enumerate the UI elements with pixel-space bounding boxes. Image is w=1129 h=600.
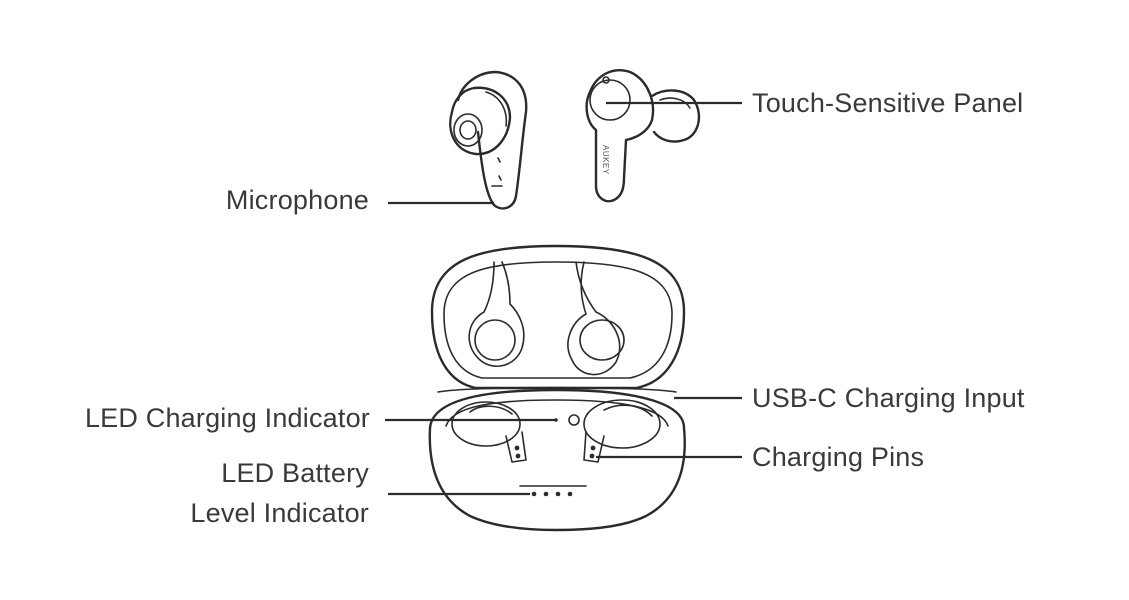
usb-c-label: USB-C Charging Input: [752, 383, 1025, 413]
right-earbud-icon: AUKEY: [585, 69, 701, 203]
led-battery-label-line1: LED Battery: [221, 458, 369, 488]
charging-pins-label: Charging Pins: [752, 442, 925, 472]
left-earbud-icon: [449, 70, 528, 210]
led-charging-label: LED Charging Indicator: [84, 403, 370, 433]
earbud-brand-text: AUKEY: [601, 145, 610, 175]
charging-case-icon: [428, 244, 686, 532]
touch-panel-label: Touch-Sensitive Panel: [752, 88, 1024, 118]
microphone-label: Microphone: [225, 185, 369, 215]
led-battery-label-line2: Level Indicator: [190, 498, 369, 528]
